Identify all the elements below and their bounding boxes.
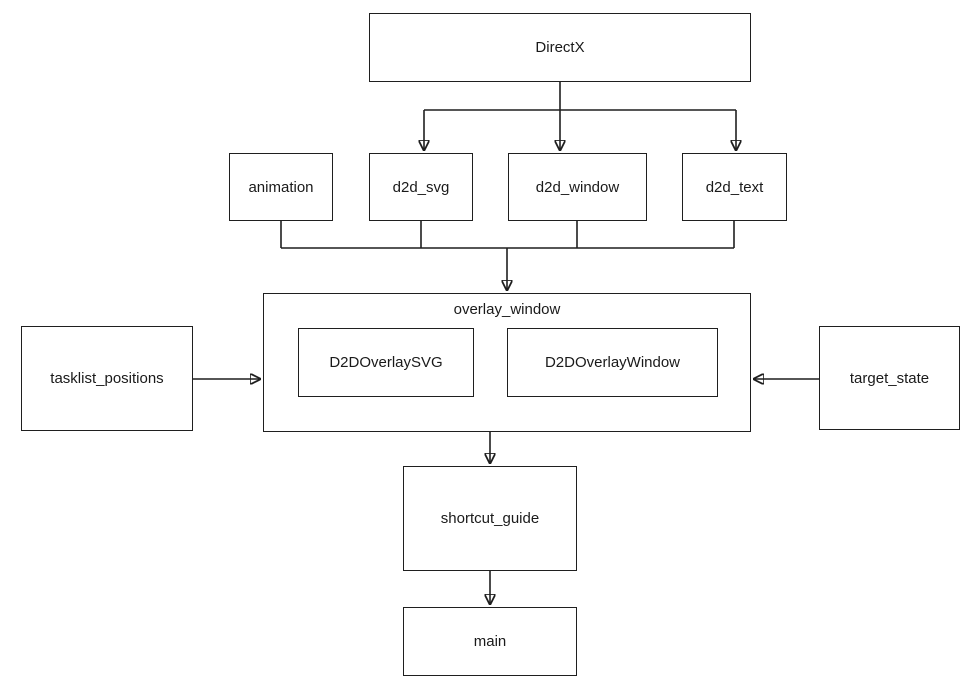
- node-shortcut-guide: shortcut_guide: [403, 466, 577, 571]
- node-animation-label: animation: [248, 178, 314, 196]
- node-main-label: main: [473, 633, 507, 650]
- node-target-state-label: target_state: [849, 369, 930, 387]
- node-shortcut-guide-label: shortcut_guide: [440, 510, 540, 527]
- edge-directx-stem: [424, 82, 736, 111]
- node-d2doverlaysvg: D2DOverlaySVG: [298, 328, 474, 397]
- node-target-state: target_state: [819, 326, 960, 430]
- node-d2d-text-label: d2d_text: [705, 178, 764, 196]
- node-d2d-text: d2d_text: [682, 153, 787, 221]
- node-d2doverlaywindow: D2DOverlayWindow: [507, 328, 718, 397]
- node-d2d-svg-label: d2d_svg: [392, 178, 450, 196]
- node-d2d-window-label: d2d_window: [535, 178, 620, 196]
- node-overlay-window: overlay_window D2DOverlaySVG D2DOverlayW…: [263, 293, 751, 432]
- node-main: main: [403, 607, 577, 676]
- node-tasklist-positions-label: tasklist_positions: [50, 370, 164, 387]
- node-directx-label: DirectX: [535, 39, 585, 56]
- node-overlay-window-label: overlay_window: [453, 301, 561, 318]
- node-d2doverlaywindow-label: D2DOverlayWindow: [544, 354, 681, 371]
- node-d2doverlaysvg-label: D2DOverlaySVG: [329, 354, 443, 371]
- node-d2d-svg: d2d_svg: [369, 153, 473, 221]
- node-tasklist-positions: tasklist_positions: [21, 326, 193, 431]
- edge-merge-bus: [280, 221, 735, 249]
- node-d2d-window: d2d_window: [508, 153, 647, 221]
- node-animation: animation: [229, 153, 333, 221]
- node-directx: DirectX: [369, 13, 751, 82]
